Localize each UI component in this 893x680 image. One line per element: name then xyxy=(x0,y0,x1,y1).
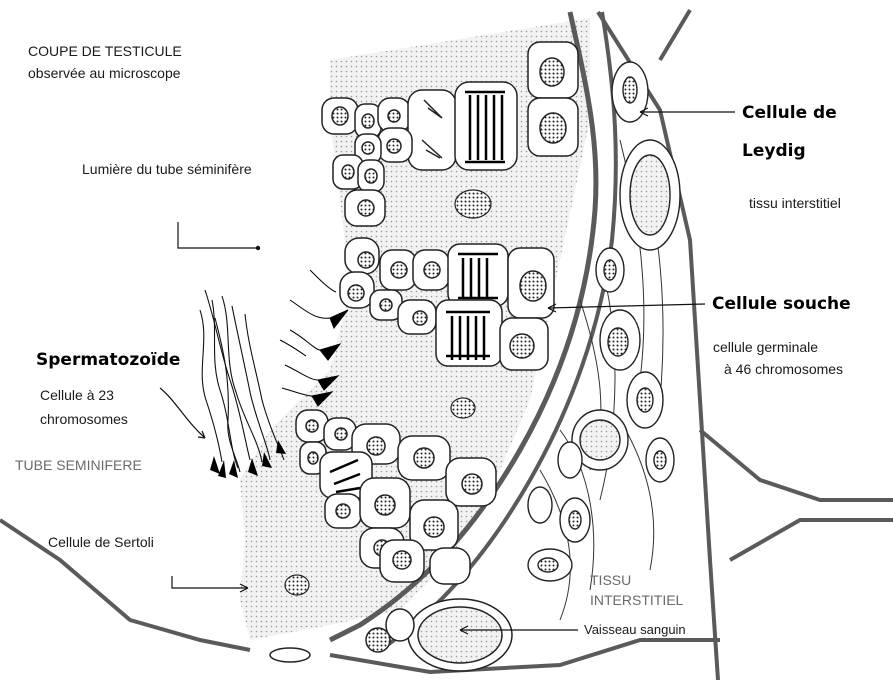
sperm-chromosome-line2: chromosomes xyxy=(40,410,128,428)
interstitial-label-line1: TISSU xyxy=(590,571,631,589)
lumen-label: Lumière du tube séminifère xyxy=(82,160,252,178)
germ-cell-label-line2: à 46 chromosomes xyxy=(724,360,843,378)
germ-cell-label-line1: cellule germinale xyxy=(713,338,818,356)
neighbor-tube-wall-3 xyxy=(700,430,893,500)
neighbor-tube-wall-2 xyxy=(660,10,690,60)
sperm-chromosome-line1: Cellule à 23 xyxy=(40,386,114,404)
neighbor-tube-wall-4 xyxy=(730,520,893,560)
interstitial-label-line2: INTERSTITIEL xyxy=(590,591,683,609)
interstitial-tissue-label: tissu interstitiel xyxy=(749,194,841,212)
diagram-subtitle: observée au microscope xyxy=(28,64,181,82)
stem-cell-label: Cellule souche xyxy=(712,295,851,313)
leydig-label-line1: Cellule de xyxy=(742,104,837,122)
sertoli-nucleus-bottom xyxy=(285,575,309,595)
sertoli-nucleus-mid xyxy=(451,398,475,418)
diagram-title: COUPE DE TESTICULE xyxy=(28,42,182,60)
tube-label: TUBE SEMINIFERE xyxy=(15,456,142,474)
sertoli-label: Cellule de Sertoli xyxy=(48,533,154,551)
sperm-label: Spermatozoïde xyxy=(36,351,180,369)
sertoli-nucleus-top xyxy=(455,190,491,218)
blood-vessel-label: Vaisseau sanguin xyxy=(584,621,686,639)
leydig-label-line2: Leydig xyxy=(742,142,806,160)
